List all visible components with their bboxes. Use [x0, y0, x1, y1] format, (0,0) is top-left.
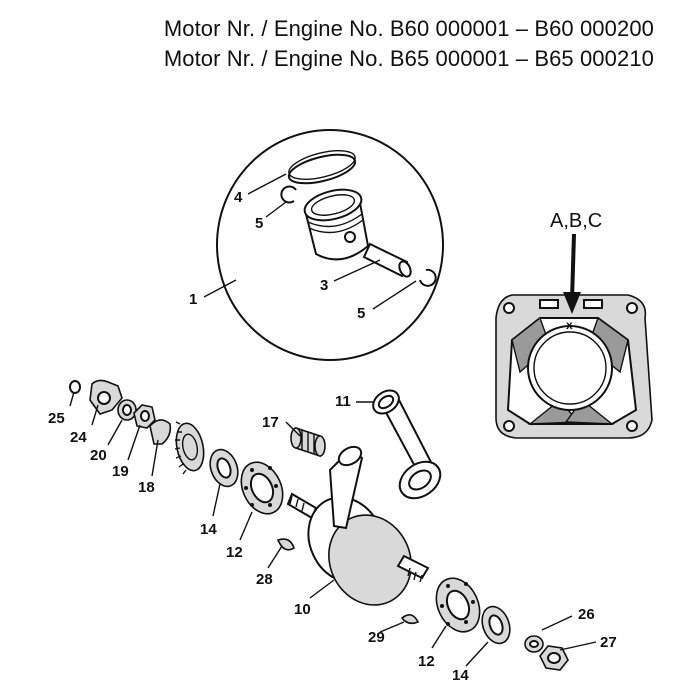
cylinder-mark: x: [566, 318, 573, 332]
piston-pin: [362, 242, 412, 278]
crank-end-parts: [69, 379, 295, 551]
callout-5-lower: 5: [357, 305, 365, 322]
callout-17: 17: [262, 414, 279, 431]
callout-25: 25: [48, 410, 65, 427]
circlip-lower: [419, 268, 437, 287]
callout-11: 11: [335, 393, 351, 410]
callout-14-left: 14: [200, 521, 217, 538]
callout-28: 28: [256, 571, 273, 588]
crank-right-parts: [400, 577, 569, 671]
lock-washer: [89, 379, 123, 415]
piston-detail-group: [203, 129, 444, 361]
shim-right: [481, 605, 511, 645]
piston-ring: [287, 150, 357, 185]
callout-4: 4: [234, 189, 243, 206]
callout-10: 10: [294, 601, 311, 618]
piston: [303, 188, 370, 261]
callout-29: 29: [368, 629, 385, 646]
engine-range-line-2: Motor Nr. / Engine No. B65 000001 – B65 …: [163, 46, 654, 71]
circlip-upper: [280, 185, 297, 204]
washer-26: [524, 635, 544, 653]
piston-detail-circle: [216, 129, 444, 361]
reference-label: A,B,C: [550, 210, 602, 232]
tab-washer: [149, 419, 172, 445]
callout-5-upper: 5: [255, 215, 263, 232]
woodruff-key-29: [400, 614, 420, 625]
main-bearing-right: [435, 577, 481, 633]
nut-27: [539, 645, 569, 671]
leader-lines: [69, 391, 597, 667]
reference-arrowhead: [563, 292, 581, 314]
callout-18: 18: [138, 479, 155, 496]
drive-gear: [174, 421, 205, 475]
callout-19: 19: [112, 463, 129, 480]
callout-14-right: 14: [452, 667, 469, 684]
washer: [117, 399, 137, 421]
cylinder-top-view: x A,B,C: [495, 210, 653, 439]
crankshaft: [286, 445, 430, 606]
callout-20: 20: [90, 447, 107, 464]
callout-12-left: 12: [226, 544, 243, 561]
callout-26: 26: [578, 606, 595, 623]
connecting-rod: [372, 389, 442, 500]
main-bearing-left: [240, 461, 284, 515]
nut-small: [133, 404, 156, 429]
callout-labels: 1 3 4 5 5 25 24 20 19 18 17 11 14 12 28 …: [48, 189, 617, 684]
callout-27: 27: [600, 634, 617, 651]
engine-range-line-1: Motor Nr. / Engine No. B60 000001 – B60 …: [163, 16, 654, 41]
callout-1: 1: [189, 291, 197, 308]
needle-bearing: [290, 426, 326, 458]
callout-12-right: 12: [418, 653, 435, 670]
shim-left: [209, 448, 239, 488]
callout-24: 24: [70, 429, 87, 446]
reference-arrow: [570, 233, 576, 301]
callout-3: 3: [320, 277, 328, 294]
